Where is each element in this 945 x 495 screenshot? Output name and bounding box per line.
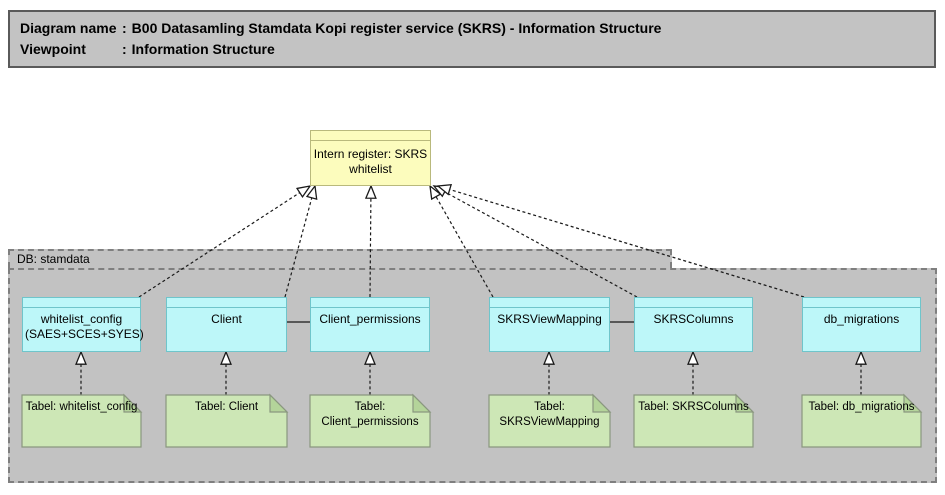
- grouping-db-stamdata-body[interactable]: [8, 268, 937, 483]
- data-object-label: SKRSViewMapping: [497, 312, 602, 326]
- artifact-tabel-client[interactable]: Tabel: Client: [194, 401, 259, 413]
- viewpoint-value: Information Structure: [131, 41, 275, 57]
- artifact-tabel-client-permissions[interactable]: Tabel: Client_permissions: [321, 401, 419, 428]
- viewpoint-row: Viewpoint:Information Structure: [20, 39, 934, 60]
- diagram-name-value: B00 Datasamling Stamdata Kopi register s…: [131, 20, 662, 36]
- data-object-label: Client: [211, 312, 242, 326]
- data-object-label: Client_permissions: [319, 312, 421, 326]
- artifact-tabel-skrsviewmapping[interactable]: Tabel: SKRSViewMapping: [499, 401, 600, 428]
- data-object-db-migrations[interactable]: db_migrations: [802, 297, 921, 352]
- data-object-label: SKRSColumns: [653, 312, 734, 326]
- viewpoint-label: Viewpoint: [20, 41, 86, 57]
- data-object-compartment-bar: [803, 298, 920, 308]
- business-object-compartment-bar: [311, 131, 430, 141]
- data-object-compartment-bar: [635, 298, 752, 308]
- data-object-compartment-bar: [311, 298, 429, 308]
- data-object-label: db_migrations: [823, 312, 900, 326]
- grouping-db-stamdata-label: DB: stamdata: [17, 252, 90, 266]
- data-object-compartment-bar: [167, 298, 286, 308]
- diagram-title-block: Diagram name:B00 Datasamling Stamdata Ko…: [8, 10, 936, 68]
- data-object-client[interactable]: Client: [166, 297, 287, 352]
- data-object-compartment-bar: [23, 298, 140, 308]
- diagram-name-separator: :: [122, 20, 127, 36]
- data-object-skrsviewmapping[interactable]: SKRSViewMapping: [489, 297, 610, 352]
- business-object-intern-register-skrs-whitelist[interactable]: Intern register: SKRS whitelist: [310, 130, 431, 186]
- artifact-tabel-db-migrations[interactable]: Tabel: db_migrations: [808, 401, 915, 413]
- grouping-db-stamdata-tab[interactable]: [8, 249, 672, 268]
- data-object-compartment-bar: [490, 298, 609, 308]
- data-object-whitelist-config[interactable]: whitelist_config (SAES+SCES+SYES): [22, 297, 144, 352]
- diagram-name-row: Diagram name:B00 Datasamling Stamdata Ko…: [20, 18, 934, 39]
- business-object-label: Intern register: SKRS whitelist: [313, 147, 428, 176]
- artifact-tabel-whitelist-config[interactable]: Tabel: whitelist_config: [25, 401, 138, 413]
- viewpoint-separator: :: [122, 41, 127, 57]
- data-object-skrscolumns[interactable]: SKRSColumns: [634, 297, 753, 352]
- diagram-name-label: Diagram name: [20, 20, 117, 36]
- data-object-label: whitelist_config (SAES+SCES+SYES): [25, 312, 144, 341]
- data-object-client-permissions[interactable]: Client_permissions: [310, 297, 430, 352]
- artifact-tabel-skrscolumns[interactable]: Tabel: SKRSColumns: [638, 401, 749, 413]
